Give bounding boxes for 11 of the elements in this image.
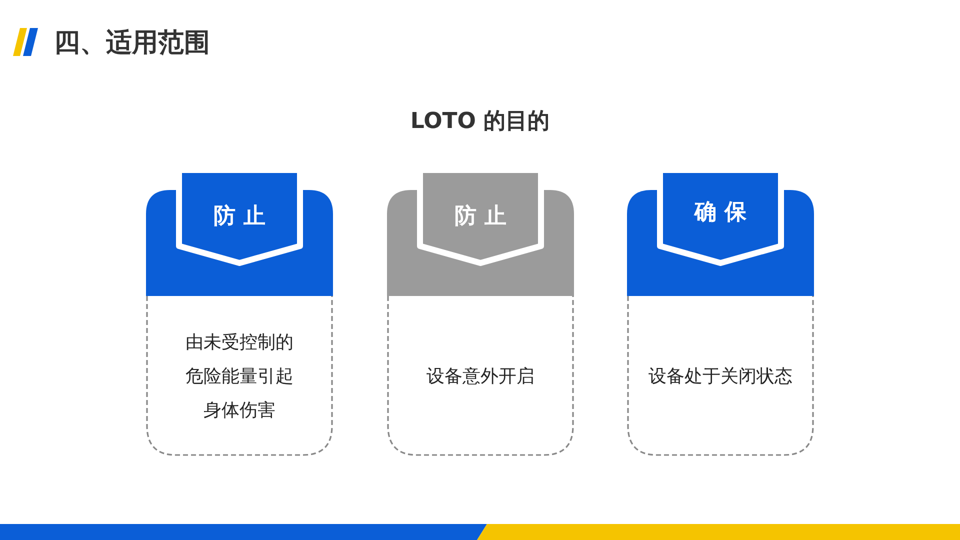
info-card (146, 173, 333, 456)
info-card (627, 173, 814, 456)
section-heading: LOTO 的目的 (409, 108, 551, 136)
card-text: 由未受控制的危险能量引起身体伤害 (184, 331, 294, 423)
card-heading: 确 保 (692, 199, 748, 227)
card-heading: 防 止 (212, 203, 266, 231)
card-text: 设备意外开启 (426, 365, 536, 389)
card-heading: 防 止 (454, 203, 508, 231)
slide-title: 四、适用范围 (54, 27, 210, 60)
card-text: 设备处于关闭状态 (648, 365, 794, 389)
info-card (387, 173, 574, 456)
